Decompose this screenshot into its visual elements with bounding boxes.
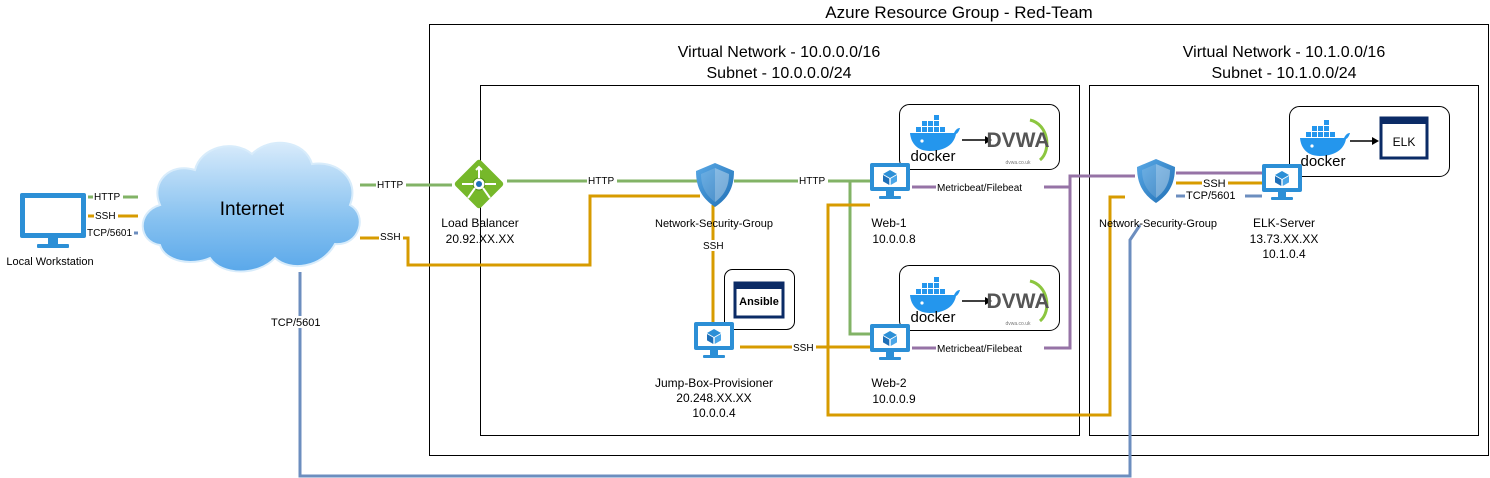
edge-label-beats-web2: Metricbeat/Filebeat: [937, 344, 1022, 355]
load-balancer-icon: [454, 159, 504, 209]
web1-ip: 10.0.0.8: [872, 232, 916, 246]
ssh-line-jumpbox-web1: [826, 195, 1125, 417]
edge-label-beats-web1: Metricbeat/Filebeat: [937, 183, 1022, 194]
jumpbox-vm-icon: [694, 322, 734, 358]
ssh-line-internet-nsg: [360, 194, 700, 267]
svg-text:dvwa.co.uk: dvwa.co.uk: [1005, 160, 1031, 166]
edge-label-ssh-elk: SSH: [1203, 178, 1226, 190]
jumpbox-label: Jump-Box-Provisioner: [655, 376, 773, 390]
nsg1-shield-icon: [696, 163, 734, 207]
edge-label-ssh-ws: SSH: [95, 211, 116, 222]
web2-docker-box: [899, 265, 1060, 331]
edge-label-http-nsg: HTTP: [588, 176, 614, 187]
workstation-monitor-icon: [20, 193, 86, 248]
elk-arrow-icon: [1350, 137, 1379, 145]
svg-text:DVWA: DVWA: [987, 129, 1050, 152]
web2-dvwa-logo: DVWA dvwa.co.uk: [987, 279, 1050, 327]
vnet1-subnet-box: [480, 85, 1080, 436]
tcp-line-internet-nsg2: [298, 224, 1142, 478]
elk-server-public-ip: 13.73.XX.XX: [1250, 232, 1319, 246]
elk-vm-icon: [1262, 164, 1302, 200]
nsg1-label: Network-Security-Group: [655, 218, 773, 230]
jumpbox-private-ip: 10.0.0.4: [692, 406, 736, 420]
edge-label-tcp-internet: TCP/5601: [271, 317, 321, 329]
svg-text:dvwa.co.uk: dvwa.co.uk: [1005, 321, 1031, 327]
svg-text:DVWA: DVWA: [987, 290, 1050, 313]
vnet2-title: Virtual Network - 10.1.0.0/16: [1183, 44, 1386, 61]
internet-cloud-icon: [141, 141, 361, 273]
elk-docker-label: docker: [1300, 153, 1345, 170]
edge-label-ssh-jumpbox: SSH: [793, 343, 814, 354]
edge-label-ssh-nsg: SSH: [703, 241, 724, 252]
elk-app-icon: [1379, 116, 1429, 160]
web2-label: Web-2: [871, 376, 906, 390]
elk-server-label: ELK-Server: [1253, 216, 1315, 230]
internet-label: Internet: [220, 199, 285, 220]
edge-label-tcp-elk: TCP/5601: [1186, 190, 1236, 202]
nsg2-label: Network-Security-Group: [1099, 218, 1217, 230]
load-balancer-ip: 20.92.XX.XX: [446, 232, 515, 246]
web2-arrow-icon: [962, 297, 992, 305]
edge-label-tcp-ws: TCP/5601: [87, 228, 132, 239]
workstation-label: Local Workstation: [6, 256, 93, 268]
nsg2-shield-icon: [1137, 159, 1175, 203]
web2-ip: 10.0.0.9: [872, 392, 916, 406]
ansible-label: Ansible: [739, 296, 779, 308]
load-balancer-label: Load Balancer: [441, 216, 518, 230]
web2-vm-icon: [870, 324, 910, 360]
resource-group-box: [429, 24, 1489, 456]
jumpbox-public-ip: 20.248.XX.XX: [676, 391, 751, 405]
elk-label: ELK: [1393, 135, 1416, 149]
edge-label-ssh-internet: SSH: [380, 232, 401, 243]
web1-docker-label: docker: [910, 148, 955, 165]
vnet1-subnet: Subnet - 10.0.0.0/24: [707, 65, 852, 82]
resource-group-title: Azure Resource Group - Red-Team: [825, 3, 1092, 22]
vnet2-subnet: Subnet - 10.1.0.0/24: [1212, 65, 1357, 82]
ansible-app-icon: [733, 281, 785, 319]
web1-arrow-icon: [962, 136, 992, 144]
web1-docker-box: [899, 104, 1060, 170]
edge-label-http-ws: HTTP: [94, 192, 120, 203]
web2-docker-label: docker: [910, 309, 955, 326]
vnet1-title: Virtual Network - 10.0.0.0/16: [678, 44, 881, 61]
vnet2-subnet-box: [1089, 85, 1479, 436]
web1-label: Web-1: [871, 216, 906, 230]
edge-label-http-lb: HTTP: [377, 180, 403, 191]
http-line-nsg-web2: [826, 179, 870, 336]
web1-dvwa-logo: DVWA dvwa.co.uk: [987, 118, 1050, 166]
web1-vm-icon: [870, 163, 910, 199]
elk-server-private-ip: 10.1.0.4: [1262, 247, 1306, 261]
edge-label-http-web: HTTP: [799, 176, 825, 187]
